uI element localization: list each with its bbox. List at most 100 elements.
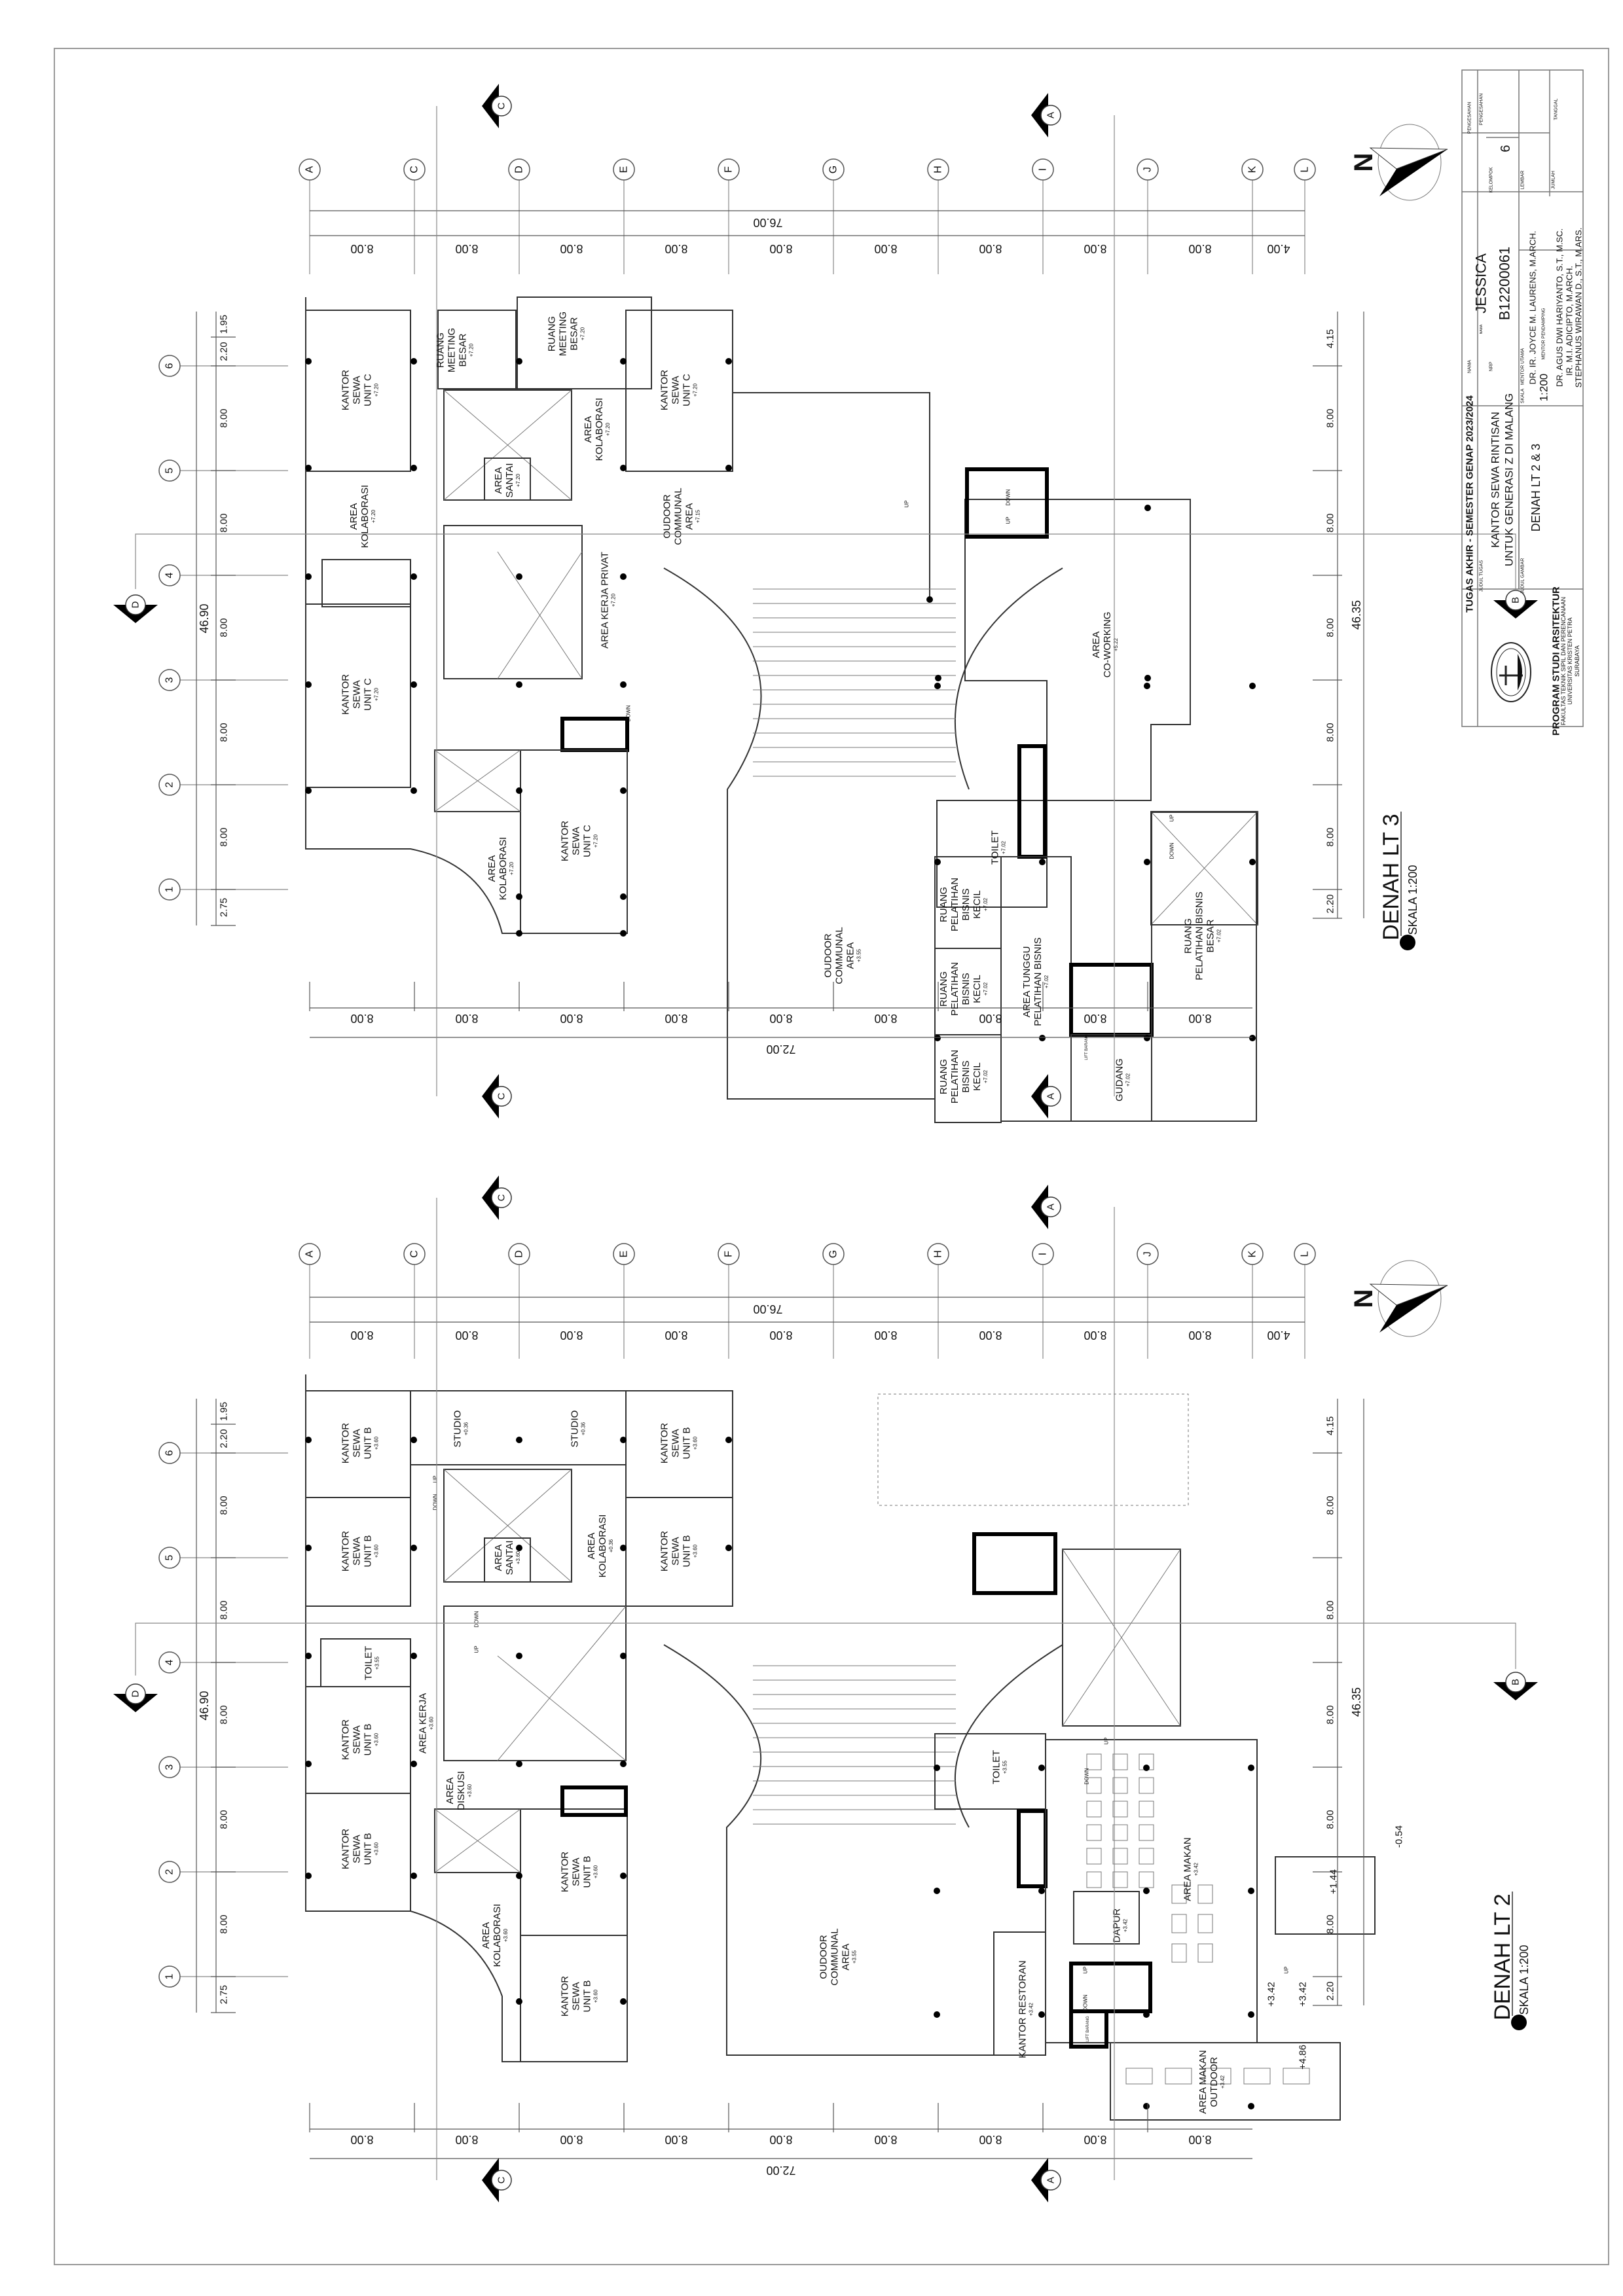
grid-bubble <box>1032 1243 1054 1265</box>
dimension-label: 8.00 <box>874 2133 897 2146</box>
section-marker[interactable] <box>1040 105 1061 126</box>
stair-note: DOWN <box>1006 489 1012 506</box>
column <box>305 358 312 365</box>
section-marker[interactable] <box>1040 1196 1061 1217</box>
room-elevation: +3.42 <box>1194 1862 1199 1876</box>
plan-title-lt3: DENAH LT 3 SKALA 1:200 <box>1379 812 1419 950</box>
room-name: AREA <box>486 855 498 882</box>
section-marker[interactable] <box>1505 1672 1526 1693</box>
room-elevation: +7.02 <box>1125 1073 1131 1086</box>
room-name: SEWA <box>571 1857 582 1886</box>
dimension-label: 8.00 <box>219 1705 230 1724</box>
grid-bubble <box>158 1965 181 1988</box>
grid-row-label: 1 <box>164 886 175 892</box>
section-marker[interactable] <box>491 1086 512 1107</box>
section-arrow-icon <box>1031 1074 1048 1119</box>
room-elevation: +3.60 <box>374 1544 380 1558</box>
dimension-label: 8.00 <box>455 242 478 255</box>
section-marker[interactable] <box>125 1683 146 1704</box>
room-elevation: +0.36 <box>581 1422 587 1435</box>
section-marker[interactable] <box>1040 2170 1061 2191</box>
dimension-label: 8.00 <box>1188 1329 1211 1342</box>
column <box>1144 1035 1150 1041</box>
co-mentor: DR. AGUS DWI HARIYANTO, S.T., M.SC. <box>1555 228 1565 387</box>
section-marker[interactable] <box>1505 590 1526 611</box>
grid-column-label: F <box>723 166 735 173</box>
count-label: JUMLAH <box>1552 171 1556 189</box>
scale-value: 1:200 <box>1538 374 1550 402</box>
dimension-label: 8.00 <box>1325 1496 1336 1515</box>
dimension-label: 8.00 <box>219 1810 230 1829</box>
grid-row-label: 5 <box>164 1554 175 1560</box>
column <box>516 893 522 900</box>
project-title-2: UNTUK GENERASI Z DI MALANG <box>1503 393 1516 566</box>
room-name: AREA TUNGGU <box>1021 946 1032 1018</box>
nrp-value: B12200061 <box>1497 247 1513 321</box>
dimension-label: 8.00 <box>350 1012 373 1025</box>
column <box>410 1653 417 1659</box>
room-elevation: +3.60 <box>515 1551 521 1564</box>
section-marker[interactable] <box>491 1187 512 1208</box>
room-label: TOILET+3.55 <box>991 1750 1008 1784</box>
column <box>516 1437 522 1443</box>
approval-label: PENGESAHAN <box>1468 102 1472 134</box>
room-elevation: +3.55 <box>852 1950 858 1964</box>
dimension-label: 8.00 <box>1325 618 1336 637</box>
atrium-stair <box>443 525 583 679</box>
section-marker[interactable] <box>125 594 146 615</box>
column <box>620 1653 627 1659</box>
name-small-label: NAMA <box>1480 324 1484 334</box>
room-name: AREA KERJA PRIVAT <box>600 552 611 649</box>
stair-note: DOWN <box>1169 842 1175 859</box>
section-marker[interactable] <box>491 96 512 117</box>
room-name: SEWA <box>352 1725 363 1754</box>
dimension-label: 8.00 <box>350 1329 373 1342</box>
stair-note: UP <box>904 500 910 507</box>
column <box>1248 2011 1254 2018</box>
grid-bubble <box>508 1243 530 1265</box>
room-name: AREA <box>493 467 504 494</box>
grid-column-label: H <box>933 1250 944 1258</box>
room-name: KANTOR <box>340 370 352 410</box>
room-name: AREA <box>845 942 856 969</box>
room-name: PELATIHAN BISNIS <box>1194 891 1205 980</box>
grid-row-label: 6 <box>164 1450 175 1456</box>
room-elevation: +7.20 <box>611 593 617 607</box>
grid-bubble <box>158 1756 181 1778</box>
room-name: SEWA <box>352 1429 363 1458</box>
room-name: AREA <box>841 1944 852 1971</box>
room-elevation: +3.60 <box>503 1928 509 1942</box>
grid-bubble <box>158 1651 181 1674</box>
dimension-label: 8.00 <box>874 1329 897 1342</box>
section-marker[interactable] <box>491 2170 512 2191</box>
course-title: TUGAS AKHIR - SEMESTER GENAP 2023/2024 <box>1465 395 1476 612</box>
room-name: SEWA <box>571 1982 582 2011</box>
room-name: BISNIS <box>960 1060 972 1092</box>
north-arrow-lt2: N <box>1349 1260 1448 1337</box>
grid-bubble <box>613 158 635 181</box>
room-name: AREA KERJA <box>418 1693 429 1754</box>
room-elevation: +7.20 <box>580 327 586 340</box>
room-elevation: +7.20 <box>509 861 515 875</box>
section-marker[interactable] <box>1040 1086 1061 1107</box>
dimension-label: 8.00 <box>560 1012 583 1025</box>
section-label: C <box>496 2176 507 2183</box>
group-value: 6 <box>1499 145 1513 152</box>
dimension-label: 8.00 <box>455 1012 478 1025</box>
grid-bubble <box>927 158 949 181</box>
dimension-label: 8.00 <box>1188 242 1211 255</box>
dimension-label: 8.00 <box>769 1329 792 1342</box>
room-name: SANTAI <box>504 1540 515 1575</box>
room-elevation: +3.60 <box>693 1436 699 1450</box>
dimension-label: 8.00 <box>219 1914 230 1933</box>
name-label: NAMA <box>1468 360 1472 374</box>
